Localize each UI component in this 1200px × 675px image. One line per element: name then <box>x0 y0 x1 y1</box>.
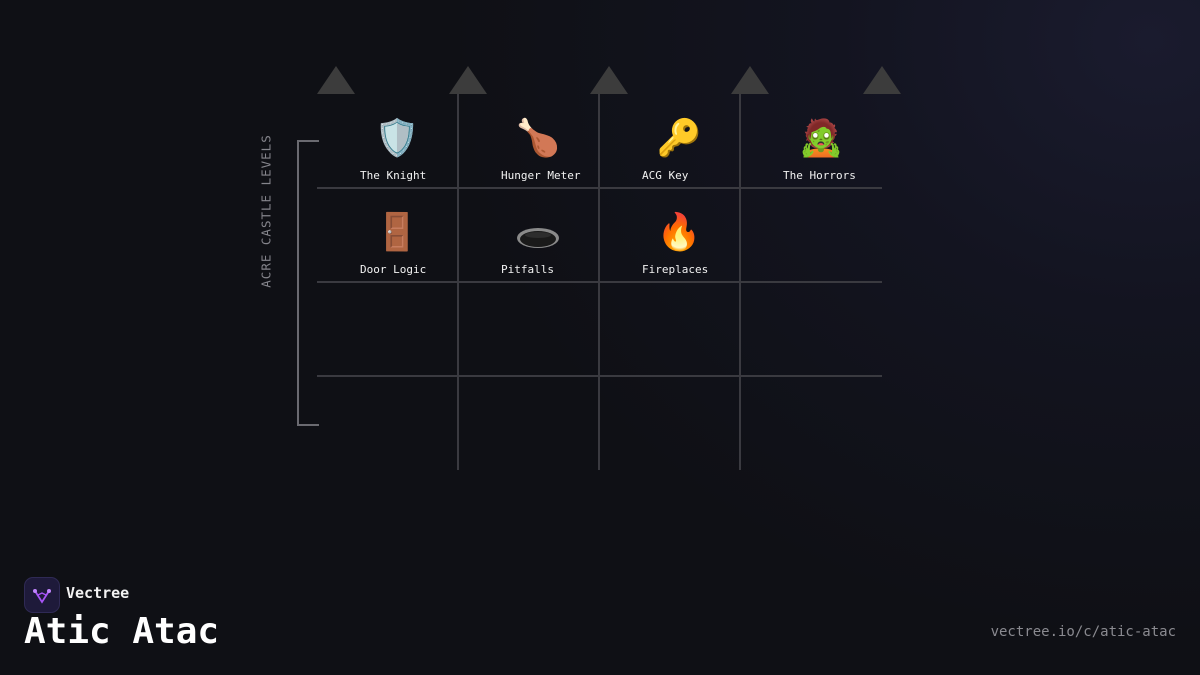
levels-bracket <box>297 140 319 426</box>
door-icon: 🚪 <box>374 211 420 253</box>
cell-label: Door Logic <box>360 263 427 276</box>
column-marker-triangle <box>449 66 487 94</box>
levels-axis-label: ACRE CASTLE LEVELS <box>258 134 274 288</box>
key-icon: 🔑 <box>656 117 702 159</box>
shield-icon: 🛡️ <box>374 117 420 159</box>
tree-icon <box>33 589 51 604</box>
cell-label: Fireplaces <box>642 263 709 276</box>
cell-label: ACG Key <box>642 169 689 182</box>
grid-row-line <box>317 281 882 283</box>
pit-icon <box>517 228 559 248</box>
cell-label: The Horrors <box>783 169 856 182</box>
cell-label: Pitfalls <box>501 263 554 276</box>
page-url[interactable]: vectree.io/c/atic-atac <box>990 624 1176 640</box>
meat-icon: 🍗 <box>515 117 561 159</box>
column-marker-triangle <box>731 66 769 94</box>
fire-icon: 🔥 <box>656 211 702 253</box>
zombie-icon: 🧟 <box>798 117 844 159</box>
column-marker-triangle <box>590 66 628 94</box>
page-title: Atic Atac <box>24 611 220 652</box>
brand-name: Vectree <box>66 584 130 602</box>
cell-label: The Knight <box>360 169 427 182</box>
vectree-logo <box>24 577 60 613</box>
column-marker-triangle <box>863 66 901 94</box>
grid-row-line <box>317 187 882 189</box>
cell-label: Hunger Meter <box>501 169 581 182</box>
column-marker-triangle <box>317 66 355 94</box>
grid-row-line <box>317 375 882 377</box>
